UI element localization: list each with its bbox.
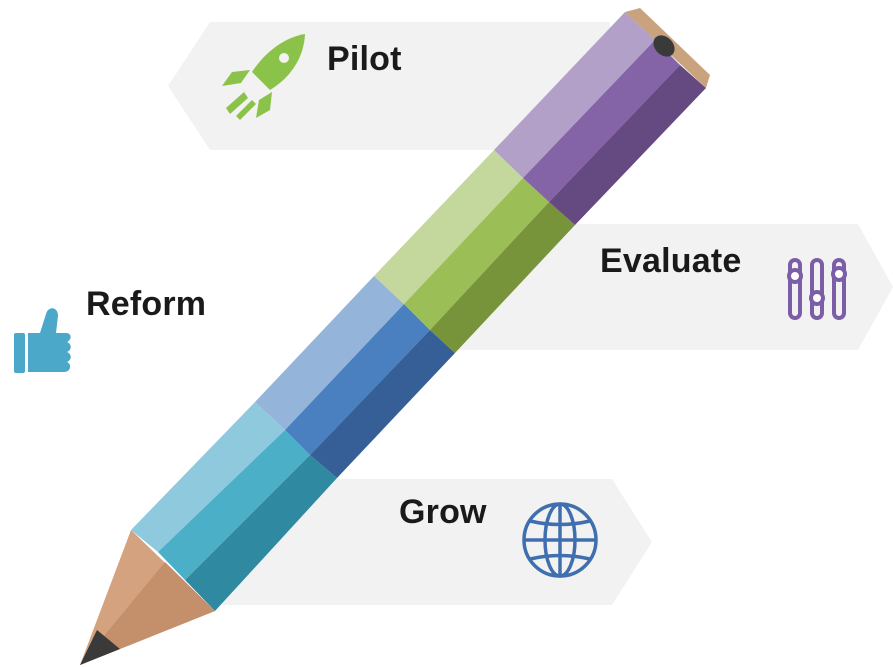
pencil-segment-green-dark (430, 202, 575, 353)
pencil-segment-purple-light (494, 12, 655, 178)
evaluate-banner (450, 224, 893, 350)
pencil-segment-teal-light (131, 402, 285, 552)
pencil-segment-green-light (374, 150, 523, 304)
pencil-segment-purple-mid (523, 40, 680, 202)
pencil-segment-green-mid (404, 178, 549, 330)
pencil-segment-blue-mid (285, 304, 430, 455)
pencil-segment-blue-light (255, 276, 404, 430)
pencil-segment-blue-dark (310, 330, 455, 478)
thumbs-up-icon (14, 308, 71, 373)
pencil-segment-teal-dark (185, 455, 337, 611)
step-label-grow: Grow (399, 493, 487, 531)
globe-icon (522, 502, 598, 578)
pencil-segment-purple-dark (549, 65, 706, 225)
pencil-wood-shade (80, 562, 215, 665)
sliders-icon (787, 258, 847, 320)
step-label-pilot: Pilot (327, 40, 402, 78)
pencil-tip (80, 630, 120, 665)
rocket-icon (222, 34, 305, 120)
step-label-reform: Reform (86, 285, 207, 323)
pencil-end-hole (653, 35, 675, 57)
step-label-evaluate: Evaluate (600, 242, 742, 280)
pencil-segment-teal-mid (158, 430, 310, 580)
